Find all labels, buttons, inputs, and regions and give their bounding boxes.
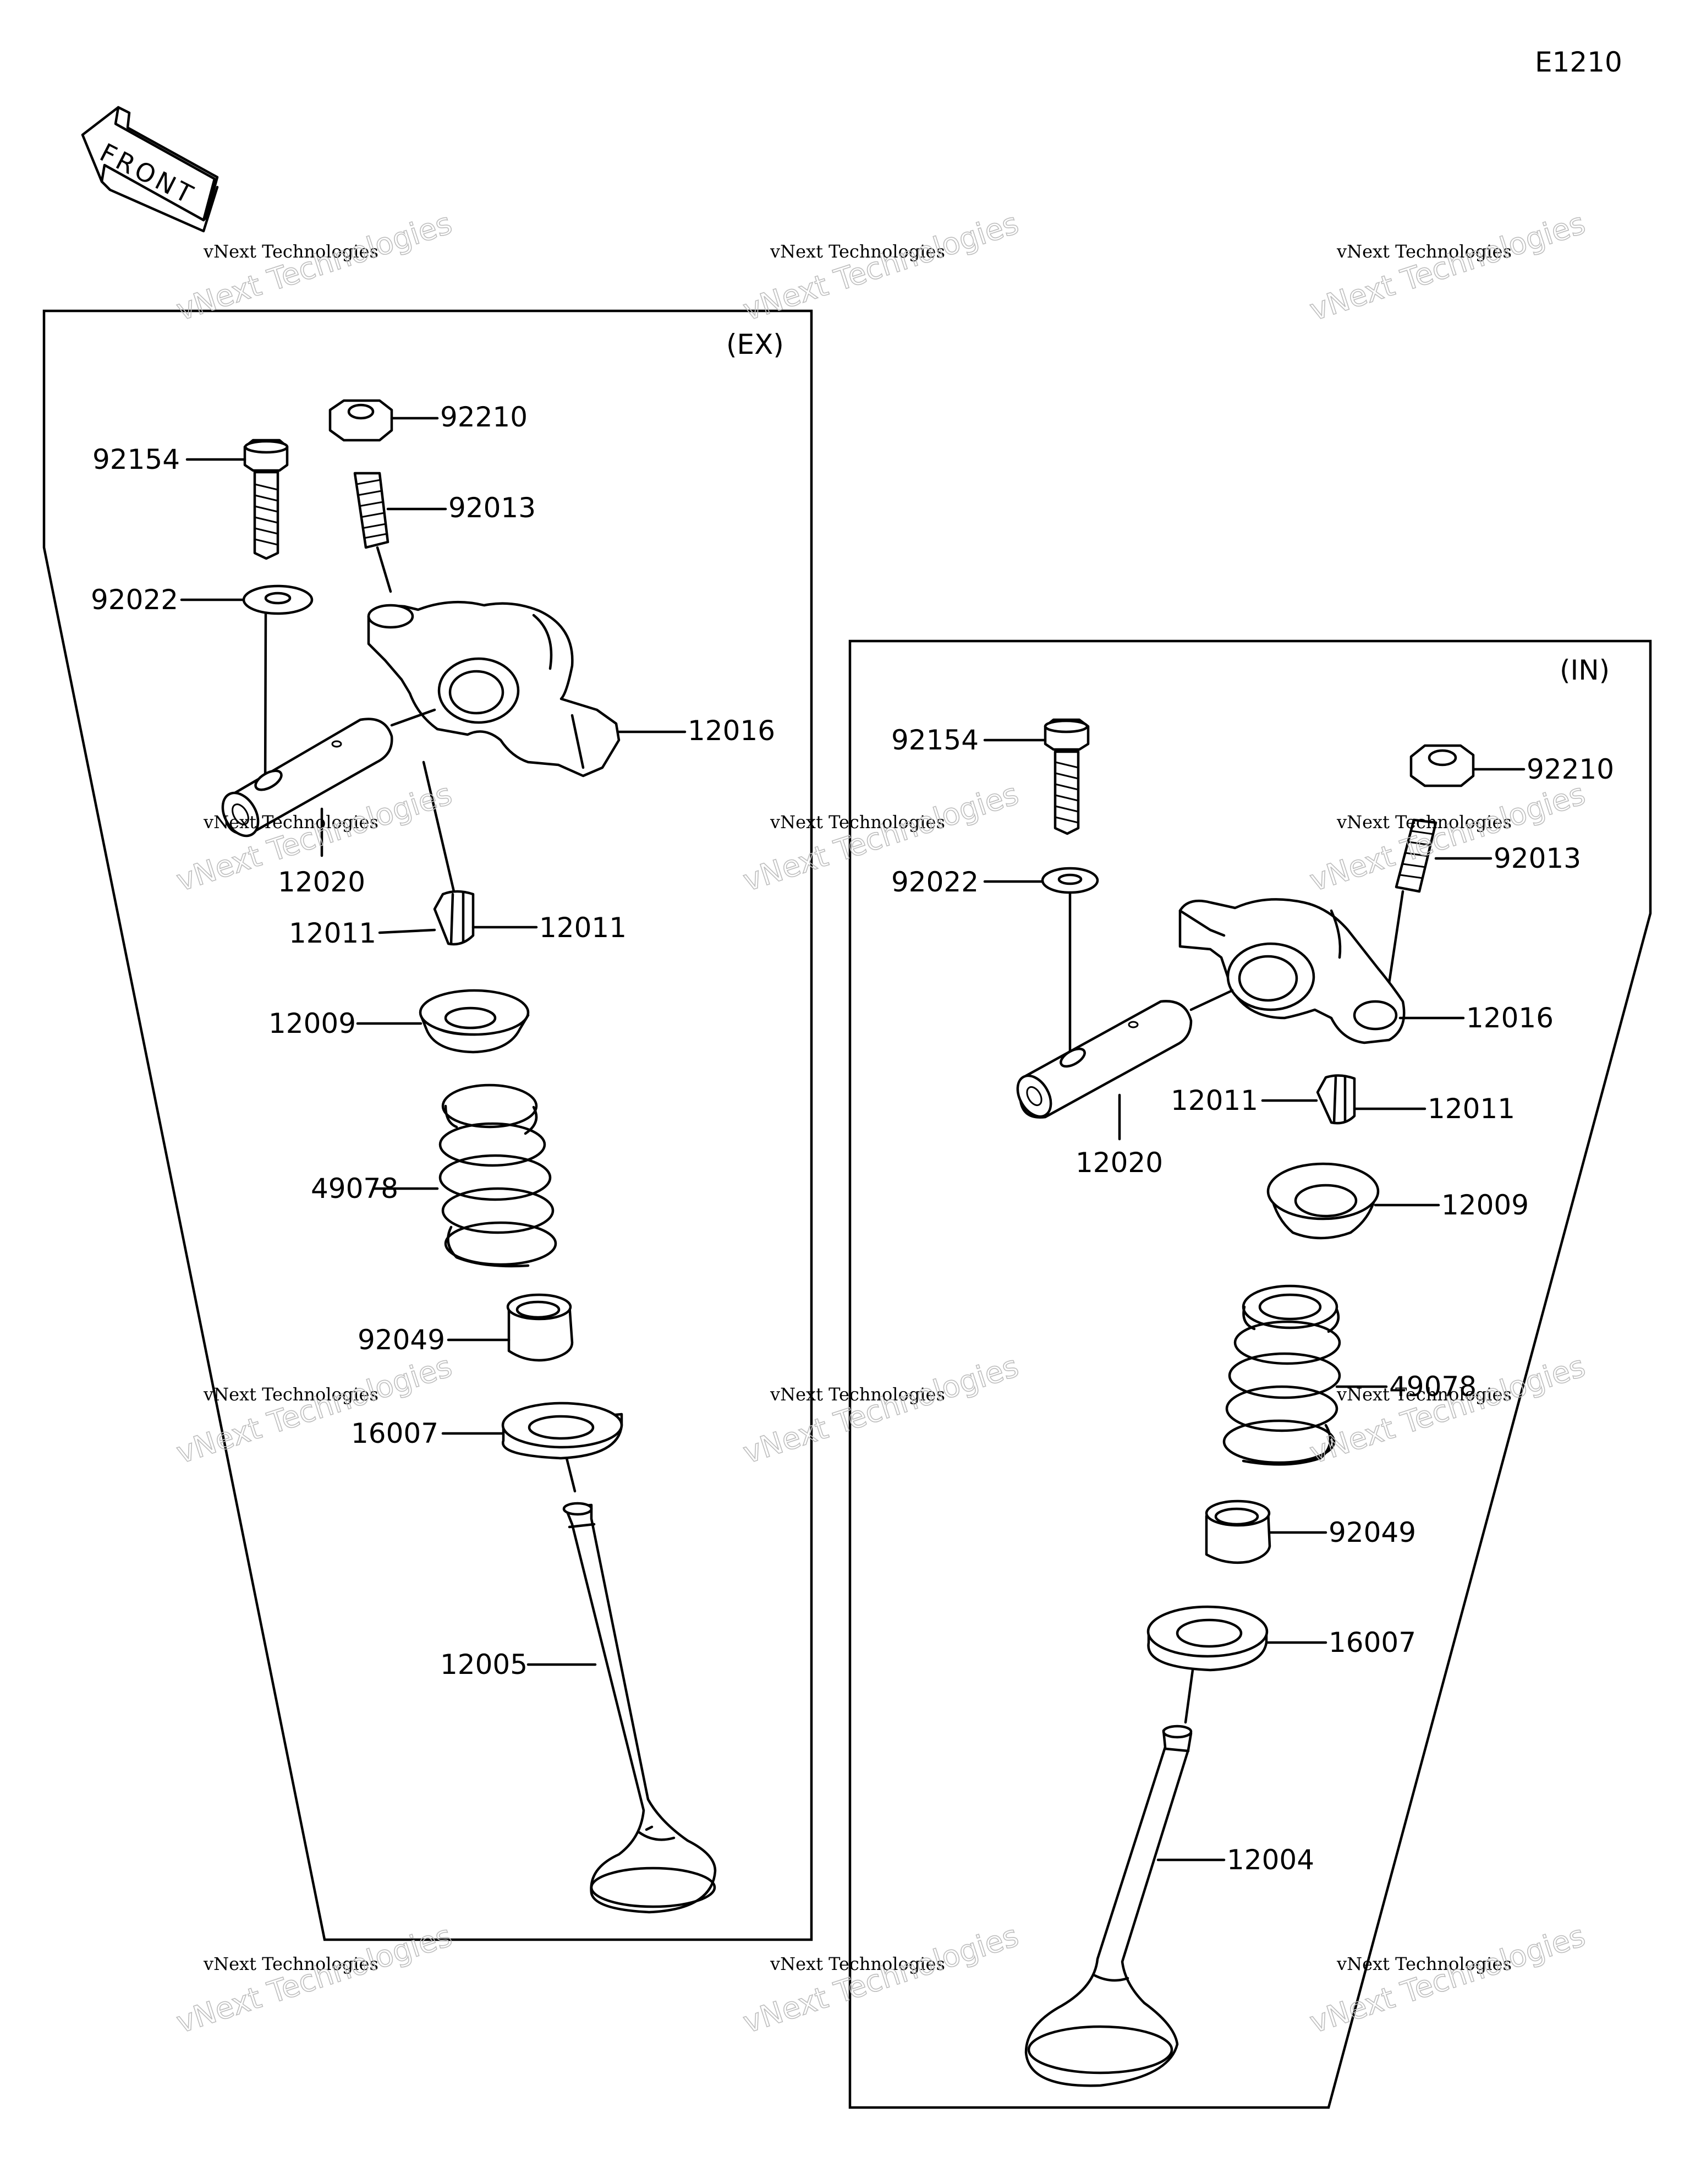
in-rocker-arm-12016 xyxy=(1178,898,1465,1044)
ex-valve-seal-92049 xyxy=(447,1293,574,1362)
in-label-12011-right: 12011 xyxy=(1428,1093,1515,1125)
svg-text:vNext Technologies: vNext Technologies xyxy=(770,1384,945,1405)
svg-text:vNext Technologies: vNext Technologies xyxy=(770,1953,945,1974)
watermark-7: vNext Technologies vNext Technologies xyxy=(172,1348,456,1471)
svg-text:vNext Technologies: vNext Technologies xyxy=(1336,241,1512,262)
watermark-2: vNext Technologies vNext Technologies xyxy=(738,205,1023,328)
svg-text:vNext Technologies: vNext Technologies xyxy=(1336,812,1512,833)
watermark-8: vNext Technologies vNext Technologies xyxy=(738,1348,1023,1471)
in-label-92022: 92022 xyxy=(891,866,979,898)
in-label-92013: 92013 xyxy=(1494,842,1581,874)
in-panel-frame xyxy=(848,639,1652,2109)
watermark-3: vNext Technologies vNext Technologies xyxy=(1305,205,1589,328)
ex-rocker-arm-12016 xyxy=(367,600,687,778)
ex-label-92049: 92049 xyxy=(358,1324,445,1356)
in-label-92210: 92210 xyxy=(1527,753,1614,785)
in-panel-title: (IN) xyxy=(1560,654,1610,686)
in-label-16007: 16007 xyxy=(1329,1627,1416,1658)
watermark-6: vNext Technologies vNext Technologies xyxy=(1305,776,1589,899)
ex-label-12005: 12005 xyxy=(440,1649,528,1681)
front-arrow-icon: FRONT xyxy=(81,106,219,233)
ex-bolt-92154 xyxy=(185,439,289,560)
in-label-92154: 92154 xyxy=(891,724,979,756)
ex-label-92022: 92022 xyxy=(91,584,178,616)
ex-label-12011-left: 12011 xyxy=(289,917,376,949)
in-label-12004: 12004 xyxy=(1227,1844,1314,1876)
ex-label-12016: 12016 xyxy=(688,715,775,747)
in-valve-spring-49078 xyxy=(1222,1284,1388,1466)
svg-text:vNext Technologies: vNext Technologies xyxy=(203,1953,378,1974)
svg-text:vNext Technologies: vNext Technologies xyxy=(1305,776,1589,898)
in-nut-92210 xyxy=(1409,744,1526,787)
ex-panel-title: (EX) xyxy=(726,329,784,360)
ex-rocker-shaft-12020 xyxy=(221,708,436,857)
ex-washer-92022 xyxy=(180,584,314,794)
ex-label-12009: 12009 xyxy=(268,1008,356,1039)
in-label-12020: 12020 xyxy=(1076,1147,1163,1179)
svg-text:vNext Technologies: vNext Technologies xyxy=(172,1349,456,1470)
in-bolt-92154 xyxy=(983,718,1090,835)
svg-text:vNext Technologies: vNext Technologies xyxy=(1336,1384,1512,1405)
in-spring-seat-16007 xyxy=(1146,1605,1327,1724)
watermark-9: vNext Technologies vNext Technologies xyxy=(1305,1348,1589,1471)
svg-text:vNext Technologies: vNext Technologies xyxy=(739,776,1023,898)
ex-spring-seat-16007 xyxy=(441,1402,623,1493)
in-intake-valve-12004 xyxy=(1024,1725,1226,2087)
in-label-12011-left: 12011 xyxy=(1171,1085,1258,1116)
watermark-11: vNext Technologies vNext Technologies xyxy=(738,1918,1023,2040)
in-rocker-shaft-12020 xyxy=(1016,989,1234,1141)
watermark-1: vNext Technologies vNext Technologies xyxy=(172,205,456,328)
ex-label-12020: 12020 xyxy=(278,866,365,898)
svg-text:vNext Technologies: vNext Technologies xyxy=(172,206,456,327)
svg-text:vNext Technologies: vNext Technologies xyxy=(770,812,945,833)
in-label-49078: 49078 xyxy=(1389,1371,1477,1403)
ex-valve-spring-49078 xyxy=(372,1083,557,1268)
in-collet-12011 xyxy=(1261,1074,1426,1125)
in-valve-seal-92049 xyxy=(1205,1499,1327,1564)
in-label-12009: 12009 xyxy=(1441,1189,1529,1221)
svg-text:vNext Technologies: vNext Technologies xyxy=(1305,1918,1589,2040)
svg-text:vNext Technologies: vNext Technologies xyxy=(203,812,378,833)
watermark-10: vNext Technologies vNext Technologies xyxy=(172,1918,456,2040)
svg-text:vNext Technologies: vNext Technologies xyxy=(739,206,1023,327)
in-label-92049: 92049 xyxy=(1329,1517,1416,1548)
ex-label-92154: 92154 xyxy=(92,444,180,475)
svg-text:vNext Technologies: vNext Technologies xyxy=(739,1349,1023,1470)
ex-exhaust-valve-12005 xyxy=(526,1502,717,1914)
ex-nut-92210 xyxy=(328,399,439,442)
watermark-5: vNext Technologies vNext Technologies xyxy=(738,776,1023,899)
ex-label-49078: 49078 xyxy=(311,1173,398,1205)
svg-text:vNext Technologies: vNext Technologies xyxy=(770,241,945,262)
in-spring-retainer-12009 xyxy=(1266,1162,1440,1240)
svg-text:vNext Technologies: vNext Technologies xyxy=(203,1384,378,1405)
ex-adjusting-screw-92013 xyxy=(353,472,447,593)
svg-text:vNext Technologies: vNext Technologies xyxy=(1305,206,1589,327)
ex-label-92210: 92210 xyxy=(440,401,528,433)
ex-label-16007: 16007 xyxy=(351,1417,438,1449)
ex-collet-12011 xyxy=(378,760,538,946)
watermark-12: vNext Technologies vNext Technologies xyxy=(1305,1918,1589,2040)
ex-spring-retainer-12009 xyxy=(356,989,530,1054)
ex-label-92013: 92013 xyxy=(448,492,536,524)
ex-label-12011-right: 12011 xyxy=(539,912,627,944)
in-washer-92022 xyxy=(983,867,1099,1075)
in-label-12016: 12016 xyxy=(1466,1002,1554,1034)
diagram-code: E1210 xyxy=(1535,46,1622,78)
ex-panel-frame xyxy=(42,309,813,1941)
svg-text:vNext Technologies: vNext Technologies xyxy=(1305,1349,1589,1470)
svg-text:vNext Technologies: vNext Technologies xyxy=(1336,1953,1512,1974)
svg-text:vNext Technologies: vNext Technologies xyxy=(203,241,378,262)
svg-text:vNext Technologies: vNext Technologies xyxy=(172,1918,456,2040)
svg-text:vNext Technologies: vNext Technologies xyxy=(739,1918,1023,2040)
